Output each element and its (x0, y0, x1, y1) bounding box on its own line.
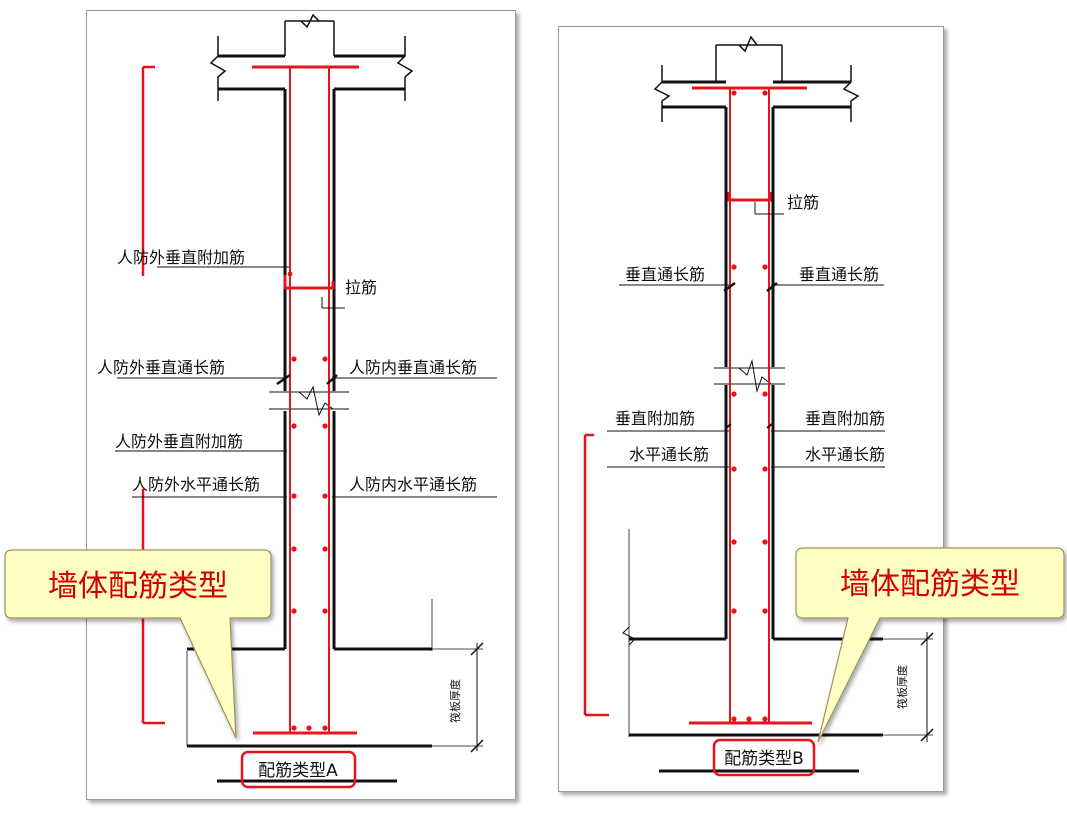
label-vert-add-bottom-a: 人防外垂直附加筋 (115, 432, 243, 451)
diagram-panel-a: 筏板厚度 人防外垂直附加筋 拉筋 人防外垂直通长筋 人防内垂 (86, 10, 516, 800)
label-tie-b: 拉筋 (787, 193, 819, 212)
caption-b: 配筋类型B (724, 749, 804, 769)
leaders-b (607, 202, 885, 468)
diagram-b-drawing: 筏板厚度 拉筋 垂直通长筋 垂直通长筋 垂直附加筋 (583, 35, 934, 777)
label-outer-vert-long-a: 人防外垂直通长筋 (97, 358, 225, 377)
label-vert-add-left-b: 垂直附加筋 (615, 409, 695, 428)
leaders-a (115, 266, 497, 498)
label-vert-add-right-b: 垂直附加筋 (805, 409, 885, 428)
wall-outline-b (714, 107, 785, 639)
raft-dimension-a (432, 642, 484, 753)
caption-frame-a (240, 750, 357, 789)
raft-b (622, 529, 883, 773)
top-slab-a (209, 13, 414, 101)
top-slab-b (653, 35, 860, 122)
raft-thickness-label-a: 筏板厚度 (448, 679, 462, 723)
rebar-a (141, 65, 359, 735)
rebar-b (583, 86, 812, 725)
label-horiz-right-b: 水平通长筋 (805, 445, 885, 464)
diagram-a-drawing: 筏板厚度 人防外垂直附加筋 拉筋 人防外垂直通长筋 人防内垂 (97, 13, 497, 789)
rebar-dots-b (731, 90, 768, 722)
label-inner-horiz-a: 人防内水平通长筋 (349, 475, 477, 494)
label-outer-horiz-a: 人防外水平通长筋 (132, 475, 260, 494)
label-vert-add-top-a: 人防外垂直附加筋 (117, 248, 245, 267)
rebar-dots-a (287, 271, 328, 731)
caption-frame-b (712, 738, 816, 777)
wall-outline-a (269, 89, 349, 649)
caption-a: 配筋类型A (258, 761, 338, 781)
diagram-panel-b: 筏板厚度 拉筋 垂直通长筋 垂直通长筋 垂直附加筋 (558, 26, 944, 792)
raft-a (186, 599, 433, 783)
label-vert-long-right-b: 垂直通长筋 (799, 265, 879, 284)
label-inner-vert-long-a: 人防内垂直通长筋 (349, 358, 477, 377)
label-horiz-left-b: 水平通长筋 (629, 445, 709, 464)
label-vert-long-left-b: 垂直通长筋 (625, 265, 705, 284)
raft-thickness-label-b: 筏板厚度 (895, 665, 909, 709)
label-tie-a: 拉筋 (345, 278, 377, 297)
